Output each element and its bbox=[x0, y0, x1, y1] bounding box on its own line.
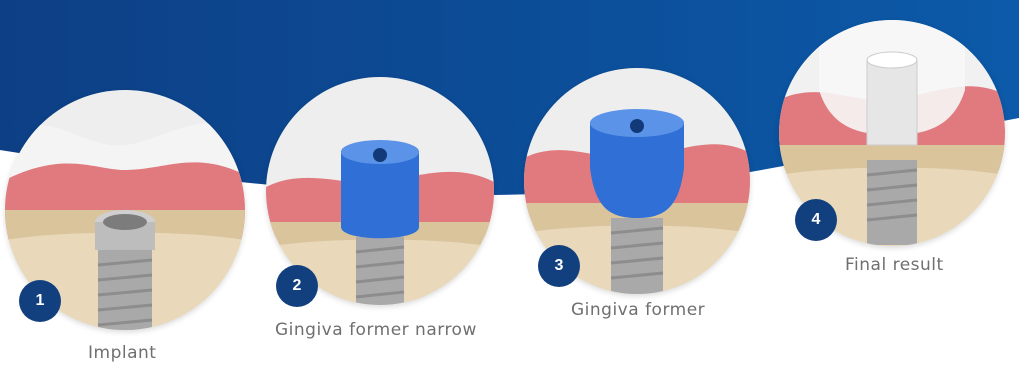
step-number-badge: 2 bbox=[276, 265, 318, 307]
step-label: Implant bbox=[88, 343, 156, 363]
step-number-badge: 4 bbox=[795, 199, 837, 241]
step-number-badge: 3 bbox=[538, 245, 580, 287]
step-label: Gingiva former narrow bbox=[275, 320, 477, 340]
step-number-badge: 1 bbox=[19, 280, 61, 322]
step-label: Final result bbox=[845, 255, 944, 275]
step-label: Gingiva former bbox=[571, 300, 705, 320]
